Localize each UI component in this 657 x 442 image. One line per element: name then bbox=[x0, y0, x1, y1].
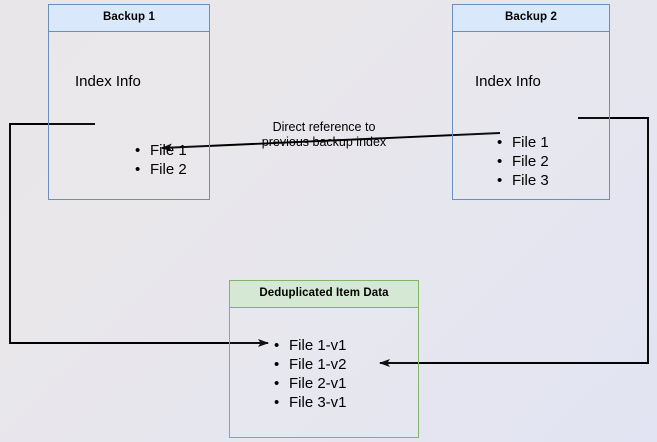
list-item: File 3-v1 bbox=[274, 393, 347, 412]
list-item: File 2 bbox=[497, 152, 549, 171]
list-item: File 1 bbox=[135, 141, 187, 160]
list-item: File 1-v1 bbox=[274, 336, 347, 355]
node-deduplicated-item-data-header: Deduplicated Item Data bbox=[230, 281, 418, 308]
node-backup-2[interactable]: Backup 2 Index Info File 1 File 2 File 3 bbox=[452, 4, 610, 200]
edge-label-direct-reference: Direct reference to previous backup inde… bbox=[261, 120, 387, 149]
list-item: File 1 bbox=[497, 133, 549, 152]
node-backup-2-index-label: Index Info bbox=[475, 72, 541, 90]
list-item: File 2 bbox=[135, 160, 187, 179]
node-deduplicated-item-data[interactable]: Deduplicated Item Data File 1-v1 File 1-… bbox=[229, 280, 419, 438]
list-item: File 3 bbox=[497, 171, 549, 190]
node-backup-1-header: Backup 1 bbox=[49, 5, 209, 32]
list-item: File 2-v1 bbox=[274, 374, 347, 393]
node-backup-2-file-list: File 1 File 2 File 3 bbox=[497, 133, 549, 190]
node-backup-1-index-label: Index Info bbox=[75, 72, 141, 90]
node-deduplicated-item-data-file-list: File 1-v1 File 1-v2 File 2-v1 File 3-v1 bbox=[274, 336, 347, 412]
node-backup-2-header: Backup 2 bbox=[453, 5, 609, 32]
node-backup-1[interactable]: Backup 1 Index Info File 1 File 2 bbox=[48, 4, 210, 200]
node-backup-1-file-list: File 1 File 2 bbox=[135, 141, 187, 179]
list-item: File 1-v2 bbox=[274, 355, 347, 374]
